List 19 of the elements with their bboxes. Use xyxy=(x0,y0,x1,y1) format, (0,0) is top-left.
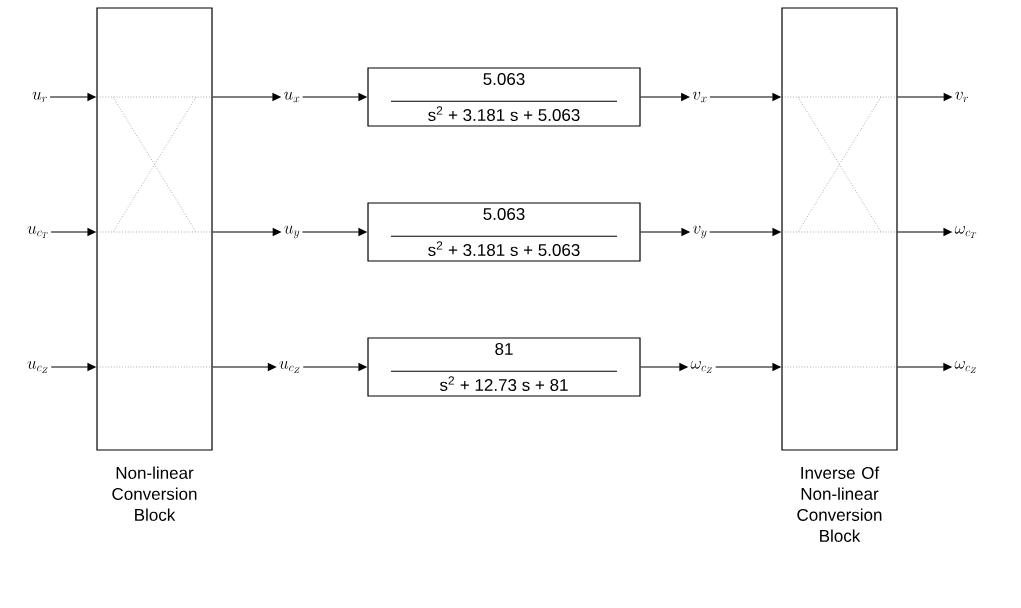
signal-label: $\omega_{c_T}$ xyxy=(954,225,977,238)
conversion-block: Non-linear Conversion Block xyxy=(96,7,213,521)
signal-label: $u_r$ xyxy=(32,91,47,103)
signal-label: $u_{c_Z}$ xyxy=(279,360,300,373)
signal-label: $u_x$ xyxy=(284,91,300,103)
signal-label: $\omega_{c_Z}$ xyxy=(954,360,977,373)
node-label: Inverse Of Non-linear Conversion Block xyxy=(797,466,882,542)
conversion-block: Inverse Of Non-linear Conversion Block xyxy=(781,7,898,542)
node-label: Non-linear Conversion Block xyxy=(112,466,197,521)
signal-label: $v_x$ xyxy=(692,91,707,103)
signal-label: $\omega_{c_Z}$ xyxy=(690,360,713,373)
signal-label: $u_y$ xyxy=(284,225,300,239)
signal-label: $v_y$ xyxy=(693,225,707,239)
signal-label: $u_{c_T}$ xyxy=(27,225,48,238)
transfer-function-box: 5.063 s$^{2}$ + 3.181 s + 5.063 xyxy=(367,202,641,262)
signal-label: $u_{c_Z}$ xyxy=(27,360,48,373)
transfer-function-box: 81 s$^{2}$ + 12.73 s + 81 xyxy=(367,337,641,397)
signal-label: $v_r$ xyxy=(955,91,969,103)
transfer-function-box: 5.063 s$^{2}$ + 3.181 s + 5.063 xyxy=(367,67,641,127)
